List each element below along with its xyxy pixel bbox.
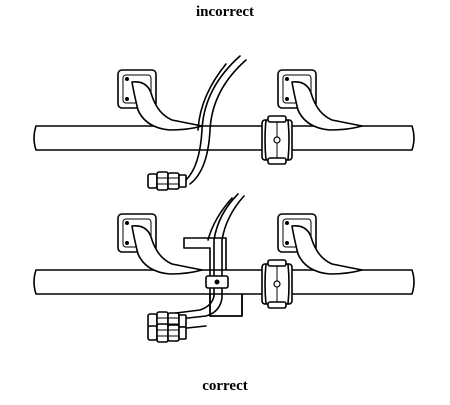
- hose-fitting-correct-2: [147, 323, 187, 343]
- unsupported-hose: [189, 59, 247, 185]
- hose-fitting: [147, 171, 187, 191]
- correct-assembly: [33, 193, 415, 343]
- incorrect-label: incorrect: [195, 4, 255, 20]
- correct-label: correct: [202, 378, 248, 394]
- pipe-clamp: [261, 115, 293, 165]
- left-flange-elbow: [117, 69, 203, 131]
- main-pipe: [33, 125, 415, 151]
- incorrect-assembly: [33, 55, 415, 191]
- pipe-clamp-correct: [261, 259, 293, 309]
- supported-hose: [169, 195, 245, 321]
